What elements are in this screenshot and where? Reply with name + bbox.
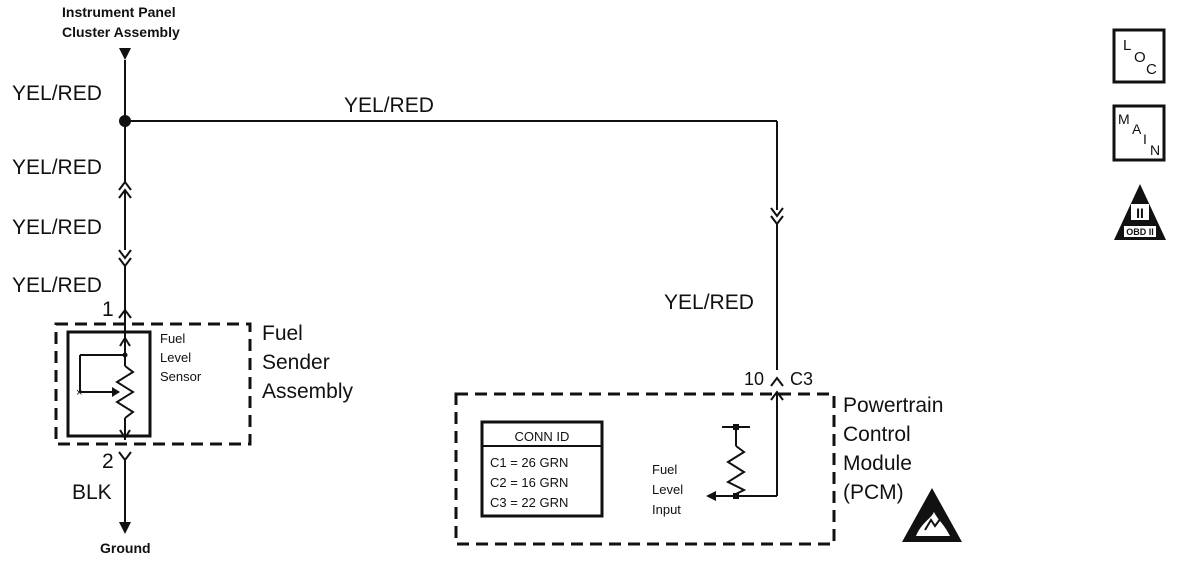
input-label-line3: Input bbox=[652, 502, 681, 517]
sensor-arrow-down-icon bbox=[119, 429, 131, 440]
conn-id-row: C1 = 26 GRN bbox=[490, 455, 568, 470]
sensor-arrow-up-icon bbox=[119, 336, 131, 347]
sensor-label-line1: Fuel bbox=[160, 331, 185, 346]
pcm-label-line4: (PCM) bbox=[843, 481, 904, 504]
wire-label-ground: BLK bbox=[72, 481, 112, 504]
conn-id-table bbox=[480, 420, 604, 518]
loc-badge-icon: L O C bbox=[1112, 28, 1166, 84]
pcm-box bbox=[454, 392, 836, 546]
connector-chevron-icon bbox=[770, 207, 784, 218]
wire-label-top: YEL/RED bbox=[12, 82, 102, 105]
loc-letter: L bbox=[1123, 37, 1131, 54]
loc-letter: C bbox=[1146, 61, 1157, 78]
esd-warning-icon bbox=[902, 488, 962, 542]
conn-id-title: CONN ID bbox=[515, 429, 570, 444]
pcm-label-line1: Powertrain bbox=[843, 394, 943, 417]
sender-pin-chevron-icon bbox=[118, 308, 132, 319]
connector-chevron-icon bbox=[118, 180, 132, 191]
pin-sender-top: 1 bbox=[102, 298, 114, 321]
main-badge-icon: M A I N bbox=[1112, 104, 1166, 162]
main-letter: N bbox=[1150, 142, 1160, 158]
obd-ii-badge-icon: II OBD II bbox=[1114, 184, 1166, 240]
pullup-resistor-icon bbox=[725, 445, 747, 495]
obd-text: OBD II bbox=[1126, 227, 1154, 237]
sender-label-line2: Sender bbox=[262, 351, 330, 374]
pcm-label-line3: Module bbox=[843, 452, 912, 475]
sender-label-line3: Assembly bbox=[262, 380, 354, 403]
fuel-sender-assembly-box bbox=[54, 322, 252, 446]
pin-sender-bottom: 2 bbox=[102, 450, 114, 473]
input-label-line1: Fuel bbox=[652, 462, 677, 477]
loc-letter: O bbox=[1134, 49, 1146, 66]
conn-id-row: C2 = 16 GRN bbox=[490, 475, 568, 490]
pcm-label-line2: Control bbox=[843, 423, 911, 446]
sender-label-line1: Fuel bbox=[262, 322, 303, 345]
wire-label-branch: YEL/RED bbox=[344, 94, 434, 117]
main-letter: A bbox=[1132, 121, 1142, 137]
resistor-icon bbox=[115, 365, 135, 419]
connector-chevron-icon bbox=[118, 249, 132, 260]
conn-id-row: C3 = 22 GRN bbox=[490, 495, 568, 510]
source-label-line1: Instrument Panel bbox=[62, 4, 176, 20]
wiper-x-icon: × bbox=[76, 387, 82, 399]
wire-label-right: YEL/RED bbox=[664, 291, 754, 314]
wire-label-mid1: YEL/RED bbox=[12, 156, 102, 179]
ground-arrow-icon bbox=[119, 522, 131, 534]
obd-numeral: II bbox=[1136, 205, 1144, 221]
main-letter: I bbox=[1143, 131, 1147, 147]
input-label-line2: Level bbox=[652, 482, 683, 497]
ground-pin-chevron-icon bbox=[118, 451, 132, 462]
sensor-label-line2: Level bbox=[160, 350, 191, 365]
sensor-label-line3: Sensor bbox=[160, 369, 202, 384]
main-letter: M bbox=[1118, 111, 1130, 127]
pcm-connector-id: C3 bbox=[790, 369, 813, 389]
wiper-node bbox=[122, 352, 128, 358]
fuel-level-sensor-box bbox=[66, 330, 152, 438]
wire-label-mid3: YEL/RED bbox=[12, 274, 102, 297]
wire-label-mid2: YEL/RED bbox=[12, 216, 102, 239]
input-arrow-icon bbox=[706, 491, 716, 501]
source-label-line2: Cluster Assembly bbox=[62, 24, 180, 40]
wiper-arrow-icon bbox=[112, 387, 120, 397]
ground-label: Ground bbox=[100, 540, 151, 556]
source-arrow-icon bbox=[119, 48, 131, 60]
pcm-pin-chevron-icon bbox=[770, 376, 784, 387]
pcm-pin-number: 10 bbox=[744, 369, 764, 389]
